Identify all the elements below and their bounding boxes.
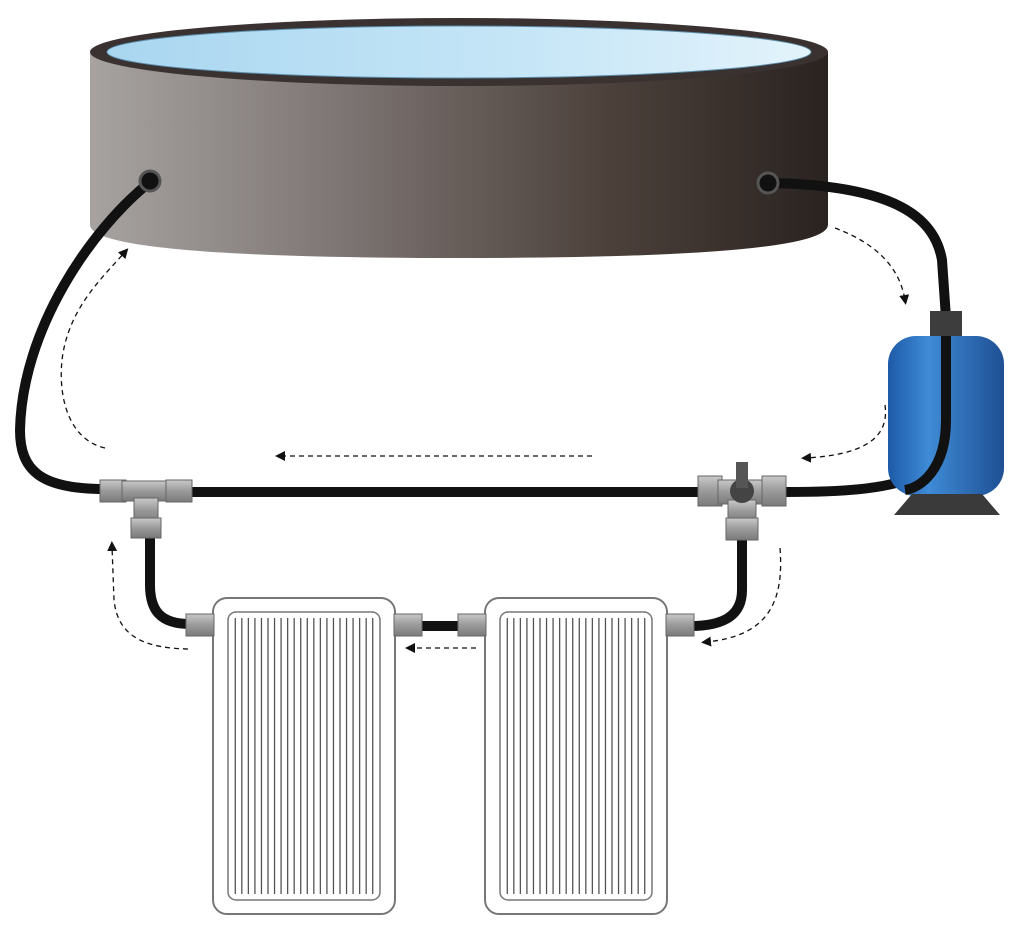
pool-inlet-port-icon xyxy=(138,169,162,193)
three-way-valve-icon xyxy=(697,462,787,541)
tee-fitting-icon xyxy=(99,479,193,539)
solar-collector-icon xyxy=(185,597,423,915)
hose-tee-to-pool xyxy=(15,177,155,494)
flow-arrow-filter-to-valve xyxy=(801,404,887,463)
hose-valve-to-panel2 xyxy=(685,535,747,631)
pool-wall xyxy=(90,52,828,258)
solar-collector-icon xyxy=(457,597,695,915)
flow-arrow-valve-to-panels xyxy=(701,547,782,647)
filter-tank-icon xyxy=(888,311,1004,515)
pool-outlet-port-icon xyxy=(756,171,780,195)
pool-water xyxy=(107,26,811,78)
above-ground-pool-icon xyxy=(90,18,828,258)
flow-arrow-to-pool xyxy=(60,248,129,449)
flow-arrows xyxy=(60,227,910,653)
hose-network xyxy=(15,177,953,631)
filter-base xyxy=(894,494,1000,515)
flow-arrow-pool-to-filter xyxy=(834,227,910,305)
hose-panel1-to-tee xyxy=(145,530,195,629)
hose-pool-to-filter xyxy=(763,178,951,323)
flow-arrow-panels-to-tee xyxy=(107,541,189,650)
